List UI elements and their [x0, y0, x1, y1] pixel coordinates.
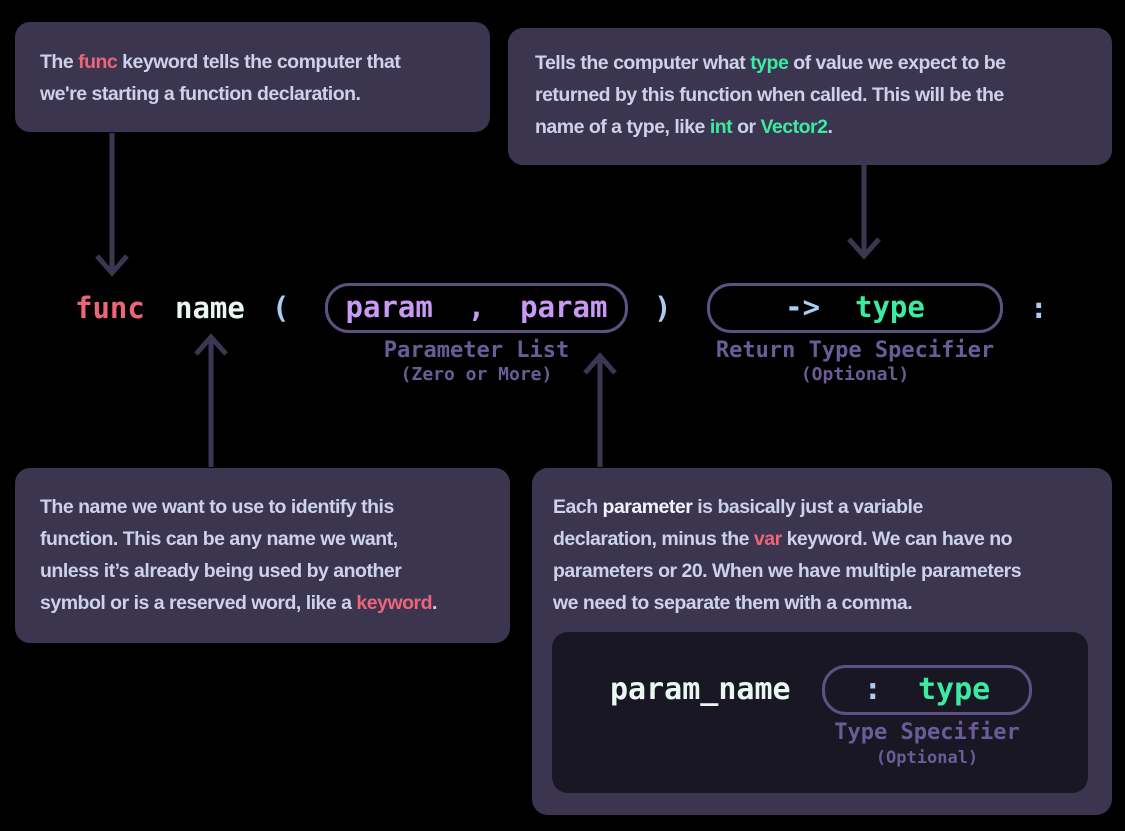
- text-segment: unless it’s already being used by anothe…: [40, 560, 402, 582]
- code-param-name: param_name: [610, 672, 791, 707]
- type-specifier-label: Type Specifier: [834, 720, 1020, 745]
- arrow-down-to-return-box-icon: [847, 165, 881, 260]
- text-segment: Vector2: [760, 116, 828, 138]
- arrow-up-to-name-icon: [194, 333, 228, 467]
- text-segment: Tells the computer what: [535, 52, 751, 74]
- text-segment: parameter: [602, 496, 693, 518]
- text-segment: we need to separate them with a comma.: [553, 592, 913, 614]
- text-segment: symbol or is a reserved word, like a: [40, 592, 357, 614]
- code-param-list-box: param , param: [325, 283, 628, 333]
- callout-function-name: The name we want to use to identify this…: [15, 468, 510, 643]
- param-list-sublabel: (Zero or More): [400, 364, 553, 385]
- code-open-paren: (: [272, 291, 290, 325]
- text-line: returned by this function when called. T…: [535, 79, 1096, 111]
- callout-return-type: Tells the computer what type of value we…: [508, 28, 1112, 165]
- text-line: we need to separate them with a comma.: [553, 587, 1100, 619]
- param-list-label: Parameter List: [383, 338, 570, 363]
- code-func-keyword: func: [75, 291, 145, 325]
- text-segment: function. This can be any name we want,: [40, 528, 398, 550]
- text-line: The name we want to use to identify this: [40, 491, 496, 523]
- text-line: Each parameter is basically just a varia…: [553, 491, 1100, 523]
- text-segment: The: [40, 51, 79, 73]
- text-line: name of a type, like int or Vector2.: [535, 111, 1096, 143]
- text-segment: is basically just a variable: [692, 496, 923, 518]
- param-type-specifier-box: : type: [822, 665, 1032, 715]
- text-segment: name of a type, like: [535, 116, 710, 138]
- callout-func-keyword: The func keyword tells the computer that…: [15, 22, 490, 132]
- text-segment: Each: [553, 496, 603, 518]
- arrow-down-to-func-icon: [95, 133, 129, 277]
- return-type-sublabel: (Optional): [800, 364, 910, 385]
- code-function-name: name: [175, 291, 245, 325]
- text-line: unless it’s already being used by anothe…: [40, 555, 496, 587]
- text-segment: type: [917, 672, 991, 707]
- text-segment: keyword tells the computer that: [117, 51, 401, 73]
- text-segment: :: [863, 672, 918, 707]
- text-segment: type: [855, 290, 925, 324]
- text-line: Tells the computer what type of value we…: [535, 47, 1096, 79]
- text-segment: type: [750, 52, 789, 74]
- text-segment: var: [753, 528, 782, 550]
- text-segment: declaration, minus the: [553, 528, 754, 550]
- code-return-type-box: -> type: [707, 283, 1003, 333]
- text-segment: .: [827, 116, 833, 138]
- text-segment: func: [78, 51, 118, 73]
- text-segment: of value we expect to be: [788, 52, 1006, 74]
- text-line: function. This can be any name we want,: [40, 523, 496, 555]
- return-type-label: Return Type Specifier: [715, 338, 995, 363]
- text-segment: ->: [785, 290, 855, 324]
- text-line: parameters or 20. When we have multiple …: [553, 555, 1100, 587]
- text-segment: parameters or 20. When we have multiple …: [553, 560, 1022, 582]
- type-specifier-sublabel: (Optional): [875, 748, 979, 768]
- code-close-paren: ): [654, 291, 672, 325]
- text-line: declaration, minus the var keyword. We c…: [553, 523, 1100, 555]
- text-line: symbol or is a reserved word, like a key…: [40, 587, 496, 619]
- text-segment: keyword. We can have no: [781, 528, 1013, 550]
- text-segment: we're starting a function declaration.: [40, 83, 361, 105]
- text-segment: The name we want to use to identify this: [40, 496, 394, 518]
- text-segment: param , param: [345, 290, 608, 324]
- text-line: The func keyword tells the computer that: [40, 46, 474, 78]
- text-segment: keyword: [356, 592, 433, 614]
- code-colon: :: [1030, 291, 1048, 325]
- text-segment: .: [432, 592, 437, 614]
- text-line: we're starting a function declaration.: [40, 78, 474, 110]
- text-segment: or: [732, 116, 761, 138]
- text-segment: int: [709, 116, 733, 138]
- text-segment: returned by this function when called. T…: [535, 84, 1004, 106]
